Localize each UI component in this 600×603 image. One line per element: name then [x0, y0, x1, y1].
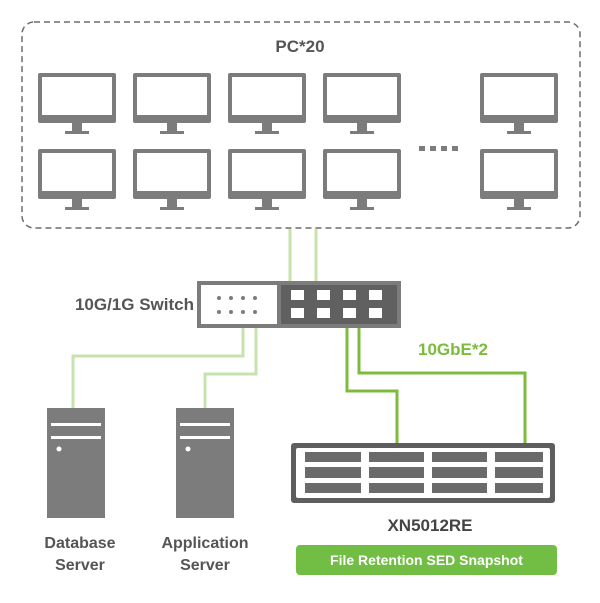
switch-label: 10G/1G Switch [74, 295, 194, 314]
database-server-label-line1: Database [44, 535, 116, 552]
server-tower-icon [176, 408, 234, 518]
database-server-label-line2: Server [55, 557, 105, 574]
application-server-label: Application Server [145, 533, 265, 577]
monitor-icon [228, 73, 306, 134]
application-server-label-line1: Application [161, 535, 249, 552]
more-ellipsis [419, 146, 458, 151]
rack-storage-icon [291, 443, 555, 503]
server-tower-icon [47, 408, 105, 518]
pc-group-frame [21, 21, 581, 229]
monitor-icon [133, 73, 211, 134]
monitor-icon [480, 73, 558, 134]
monitor-icon [323, 73, 401, 134]
application-server-link [203, 328, 258, 408]
nas-10gbe-links [345, 328, 527, 443]
monitor-icon [38, 73, 116, 134]
monitor-icon [133, 149, 211, 210]
features-badge: File Retention SED Snapshot [296, 545, 557, 575]
nas-model-label: XN5012RE [387, 516, 473, 535]
monitor-icon [38, 149, 116, 210]
monitor-icon [323, 149, 401, 210]
pc-uplink-lines [288, 229, 318, 281]
application-server-label-line2: Server [180, 557, 230, 574]
link-speed-label: 10GbE*2 [418, 340, 488, 359]
network-switch-icon [197, 281, 401, 328]
pc-group-label: PC*20 [275, 37, 325, 56]
database-server-label: Database Server [22, 533, 138, 577]
monitor-icon [480, 149, 558, 210]
database-server-link [71, 328, 245, 408]
monitor-icon [228, 149, 306, 210]
